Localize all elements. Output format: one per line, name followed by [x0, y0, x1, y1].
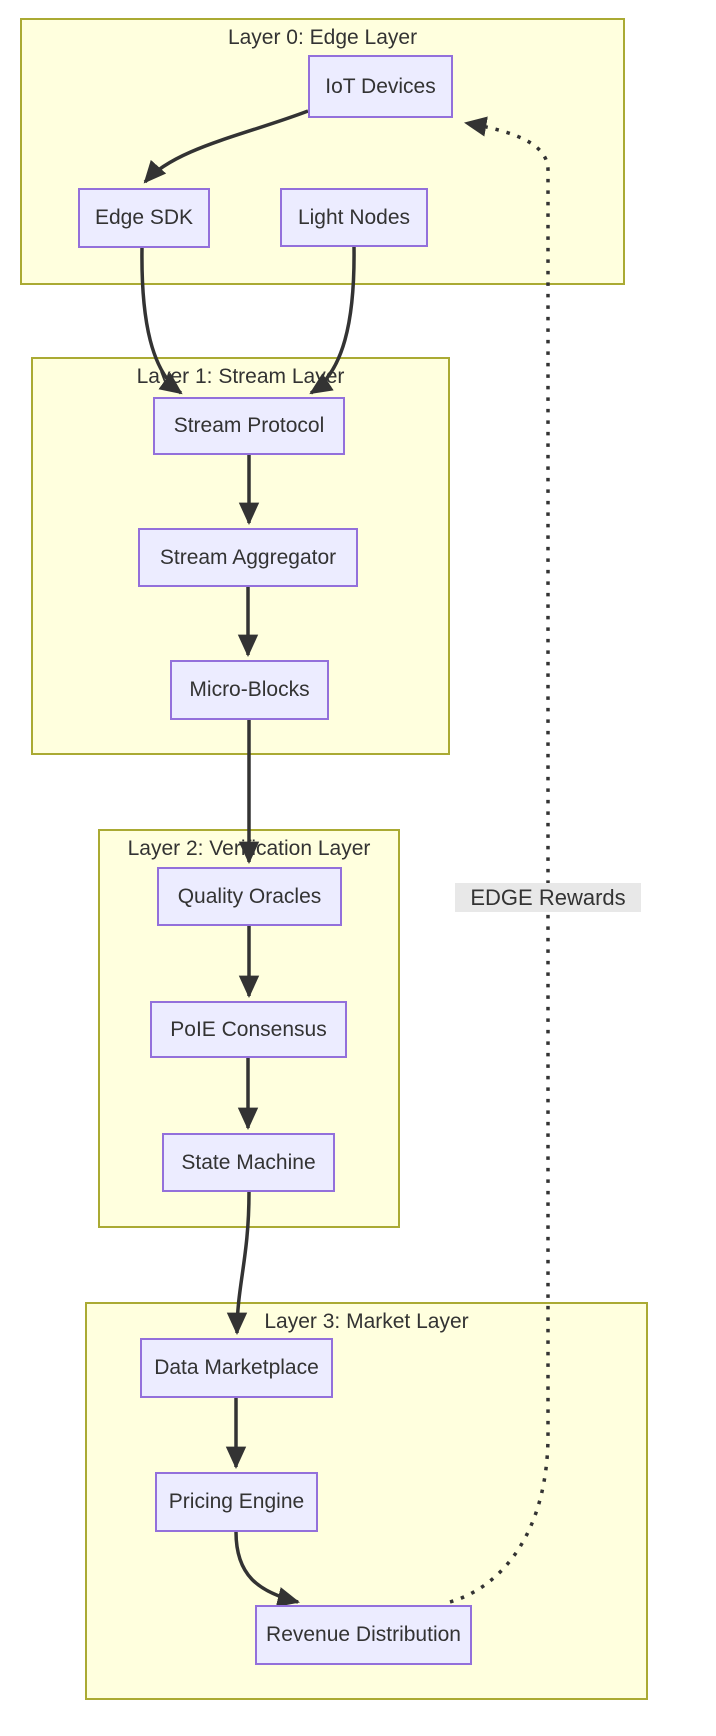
cluster-layer3-title: Layer 3: Market Layer [264, 1310, 469, 1333]
node-state-machine: State Machine [162, 1133, 335, 1192]
node-micro-blocks: Micro-Blocks [170, 660, 329, 720]
edge-label-edge-rewards: EDGE Rewards [455, 883, 641, 912]
node-iot: IoT Devices [308, 55, 453, 118]
node-revenue-distribution: Revenue Distribution [255, 1605, 472, 1665]
node-stream-protocol: Stream Protocol [153, 397, 345, 455]
cluster-layer1-title: Layer 1: Stream Layer [136, 365, 345, 388]
node-pricing-engine: Pricing Engine [155, 1472, 318, 1532]
node-light-nodes: Light Nodes [280, 188, 428, 247]
node-data-marketplace: Data Marketplace [140, 1338, 333, 1398]
node-edge-sdk: Edge SDK [78, 188, 210, 248]
cluster-layer0-title: Layer 0: Edge Layer [227, 26, 418, 49]
cluster-layer2-title: Layer 2: Verification Layer [127, 837, 371, 860]
node-quality-oracles: Quality Oracles [157, 867, 342, 926]
node-poie-consensus: PoIE Consensus [150, 1001, 347, 1058]
node-stream-aggregator: Stream Aggregator [138, 528, 358, 587]
